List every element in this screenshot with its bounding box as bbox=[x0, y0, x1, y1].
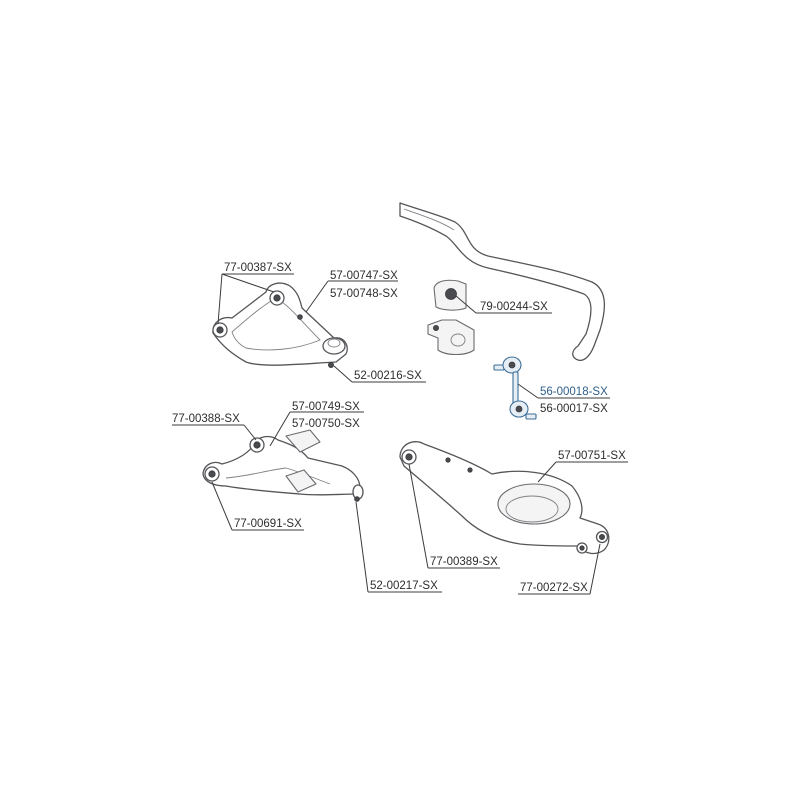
stabilizer-link bbox=[493, 356, 537, 420]
stabilizer-bushing-bracket bbox=[427, 319, 475, 356]
label-52-00217-sx: 52-00217-SX bbox=[370, 580, 438, 592]
label-57-00748-sx: 57-00748-SX bbox=[330, 288, 398, 300]
part-labels: 77-00387-SX 57-00747-SX 57-00748-SX 52-0… bbox=[172, 262, 626, 594]
stabilizer-bar bbox=[399, 202, 605, 362]
stabilizer-bushing-upper bbox=[433, 279, 467, 311]
label-77-00387-sx: 77-00387-SX bbox=[224, 262, 292, 274]
label-79-00244-sx: 79-00244-SX bbox=[480, 301, 548, 313]
label-56-00017-sx: 56-00017-SX bbox=[540, 403, 608, 415]
label-57-00750-sx: 57-00750-SX bbox=[292, 418, 360, 430]
label-77-00691-sx: 77-00691-SX bbox=[234, 518, 302, 530]
label-56-00018-sx: 56-00018-SX bbox=[540, 386, 608, 398]
label-57-00747-sx: 57-00747-SX bbox=[330, 270, 398, 282]
label-57-00749-sx: 57-00749-SX bbox=[292, 401, 360, 413]
lower-control-arm-front bbox=[202, 429, 364, 502]
label-77-00272-sx: 77-00272-SX bbox=[520, 582, 588, 594]
label-52-00216-sx: 52-00216-SX bbox=[354, 370, 422, 382]
label-77-00388-sx: 77-00388-SX bbox=[172, 413, 240, 425]
label-57-00751-sx: 57-00751-SX bbox=[558, 450, 626, 462]
leader-lines bbox=[172, 273, 628, 595]
label-77-00389-sx: 77-00389-SX bbox=[430, 556, 498, 568]
upper-control-arm bbox=[212, 282, 348, 368]
